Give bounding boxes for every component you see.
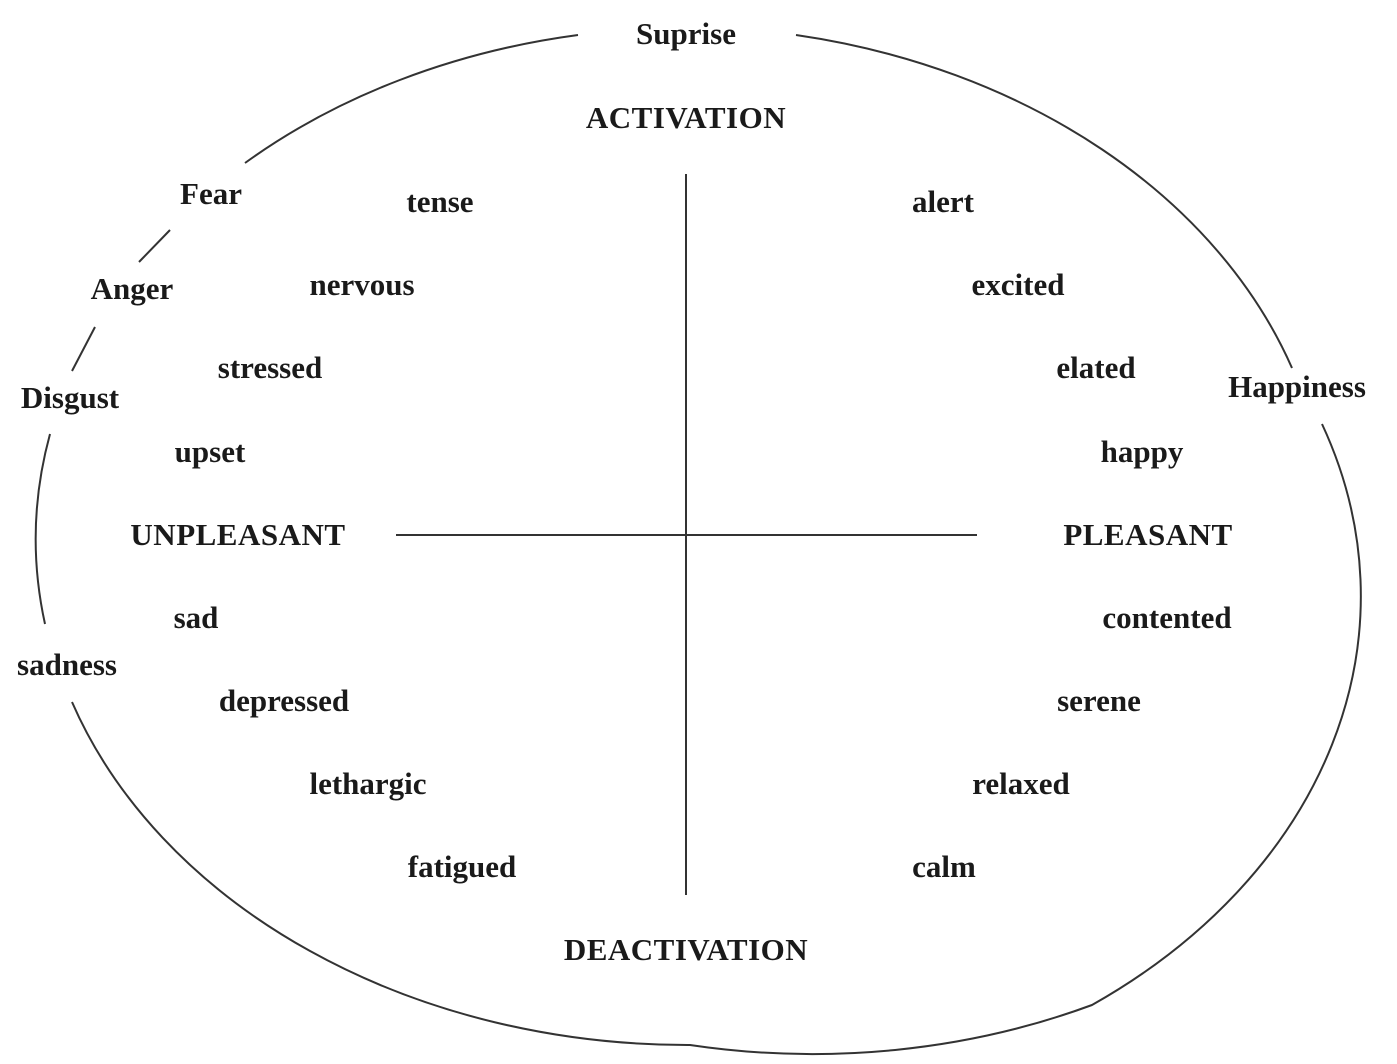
outer-emotion-disgust: Disgust: [21, 380, 120, 415]
word-stressed: stressed: [218, 350, 322, 385]
word-sad: sad: [174, 600, 219, 635]
word-excited: excited: [972, 267, 1065, 302]
word-serene: serene: [1057, 683, 1141, 718]
word-elated: elated: [1056, 350, 1135, 385]
ellipse-arc-top-left: [244, 34, 579, 164]
axis-label-activation: ACTIVATION: [586, 100, 786, 135]
word-lethargic: lethargic: [309, 766, 426, 801]
axis-label-deactivation: DEACTIVATION: [564, 932, 808, 967]
ellipse-segment-anger-disgust: [71, 326, 96, 372]
outer-emotion-sadness: sadness: [17, 647, 117, 682]
word-nervous: nervous: [309, 267, 414, 302]
word-tense: tense: [406, 184, 473, 219]
word-depressed: depressed: [219, 683, 349, 718]
word-contented: contented: [1102, 600, 1231, 635]
axis-label-unpleasant: UNPLEASANT: [130, 517, 345, 552]
word-fatigued: fatigued: [408, 849, 517, 884]
word-upset: upset: [175, 434, 246, 469]
axis-label-pleasant: PLEASANT: [1063, 517, 1232, 552]
word-calm: calm: [912, 849, 976, 884]
outer-emotion-surprise: Suprise: [636, 16, 736, 51]
outer-emotion-fear: Fear: [180, 176, 242, 211]
ellipse-arc-left-lower: [34, 433, 51, 625]
word-alert: alert: [912, 184, 975, 219]
ellipse-segment-fear-anger: [138, 229, 171, 263]
ellipse-arc-right: [71, 423, 1362, 1056]
outer-emotion-happiness: Happiness: [1228, 369, 1366, 404]
word-relaxed: relaxed: [972, 766, 1070, 801]
ellipse-arc-top-right: [795, 34, 1293, 369]
outer-emotion-anger: Anger: [91, 271, 174, 306]
word-happy: happy: [1101, 434, 1184, 469]
